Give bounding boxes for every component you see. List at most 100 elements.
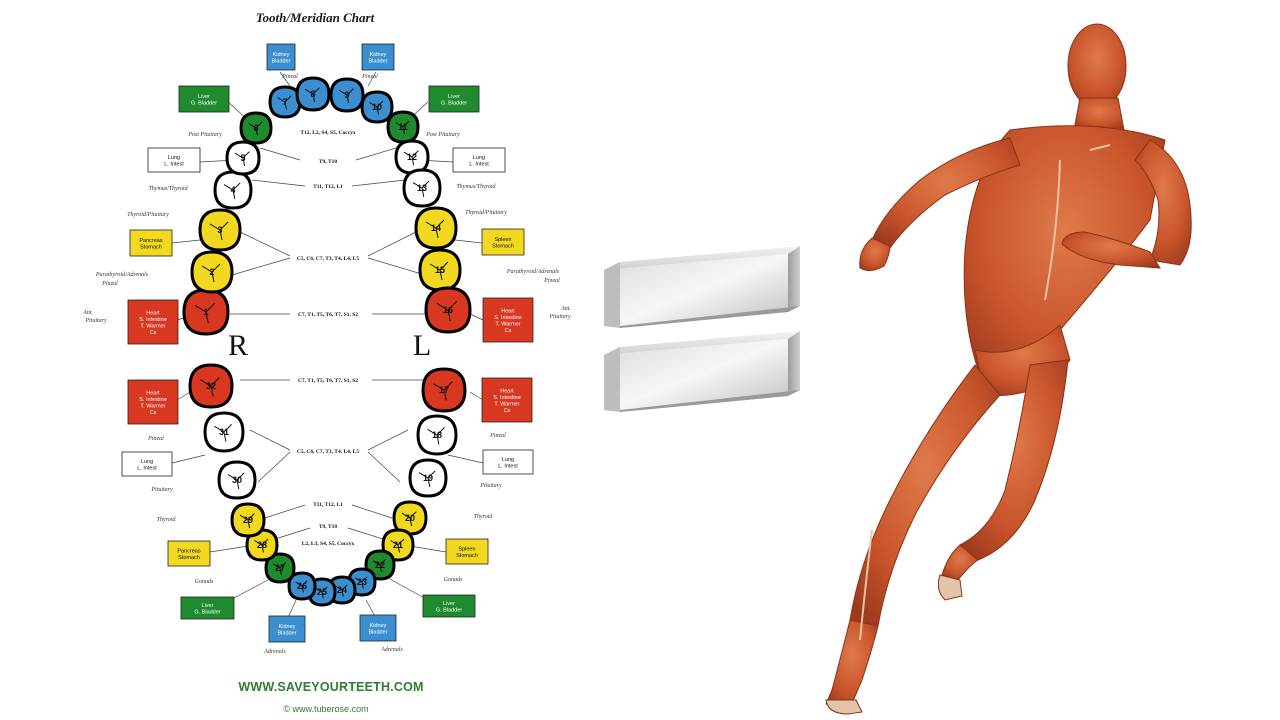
tooth-number: 29 <box>243 515 253 525</box>
organ-box-line: Heart <box>146 390 160 396</box>
organ-box-line: L. Intest <box>164 161 184 167</box>
figure-leg-back <box>849 364 1001 627</box>
spine-label-lower-t11: T11, T12, L1 <box>313 502 343 508</box>
organ-box-line: Heart <box>146 310 160 316</box>
figure-hand-front <box>859 237 891 272</box>
tooth-number: 27 <box>275 563 285 573</box>
organ-box-line: Lung <box>168 155 180 161</box>
lower-tooth-30: 30 <box>217 460 257 500</box>
organ-box-line: Liver <box>443 601 455 607</box>
lower-tooth-32: 32 <box>188 363 234 409</box>
organ-box-line: Liver <box>198 94 210 100</box>
label-pineal: Pineal <box>543 278 560 284</box>
label-ant: Ant. <box>560 306 571 312</box>
tooth-meridian-chart: Tooth/Meridian Chart <box>82 10 571 714</box>
organ-box-line: Liver <box>448 94 460 100</box>
organ-box-line: Heart <box>500 388 514 394</box>
spine-labels: T12, L2, S4, S5, Coccyx T9, T10 T11, T12… <box>297 130 359 547</box>
organ-box-line: Cx <box>150 410 157 416</box>
label-gonads: Gonads <box>195 579 214 585</box>
organ-box-line: Kidney <box>279 624 296 630</box>
organ-box-line: Spleen <box>494 237 511 243</box>
organ-box-line: T. Warmer <box>140 403 165 409</box>
tooth-number: 6 <box>253 123 258 133</box>
equals-bar-top <box>604 246 800 328</box>
leader-lines <box>171 71 484 619</box>
tooth-number: 18 <box>432 430 442 440</box>
organ-box-line: L. Intest <box>498 463 518 469</box>
figure-forearm-back <box>1061 231 1161 269</box>
tooth-number: 7 <box>282 97 287 107</box>
spine-label-lower-c7: C7, T1, T5, T6, T7, S1, S2 <box>298 378 358 384</box>
spine-label-upper-c5: C5, C6, C7, T3, T4, L4, L5 <box>297 256 359 262</box>
organ-box-line: Bladder <box>272 58 291 64</box>
organ-box-line: Cx <box>150 330 157 336</box>
tooth-number: 9 <box>344 90 349 100</box>
upper-tooth-4: 4 <box>213 170 253 210</box>
lower-tooth-17: 17 <box>421 367 467 413</box>
label-pituitary: Pituitary <box>150 487 173 493</box>
right-side-letter: R <box>228 329 248 362</box>
tooth-number: 21 <box>393 540 403 550</box>
tooth-number: 30 <box>232 475 242 485</box>
spine-label-upper-t9: T9, T10 <box>319 159 337 165</box>
equals-bar-bottom <box>604 331 800 412</box>
spine-label-upper-c7: C7, T1, T5, T6, T7, S1, S2 <box>298 312 358 318</box>
upper-tooth-2: 2 <box>190 250 234 294</box>
label-parathyroid-adrenals: Parathyroid/Adrenals <box>506 269 560 275</box>
tooth-number: 20 <box>405 513 415 523</box>
chart-title: Tooth/Meridian Chart <box>256 10 375 25</box>
spine-label-upper-t11: T11, T12, L1 <box>313 184 343 190</box>
tooth-number: 31 <box>219 427 229 437</box>
label-pineal: Pineal <box>147 436 164 442</box>
organ-box-line: Bladder <box>369 629 388 635</box>
label-thymus-thyroid: Thymus/Thyroid <box>456 184 496 190</box>
organ-box-line: Liver <box>202 603 214 609</box>
upper-tooth-12: 12 <box>394 139 430 175</box>
label-pituitary: Pituitary <box>84 318 107 324</box>
organ-box-line: Pancreas <box>139 238 162 244</box>
tooth-number: 23 <box>357 577 367 587</box>
spine-label-lower-t9: T9, T10 <box>319 524 337 530</box>
upper-tooth-9: 9 <box>329 77 365 113</box>
organ-box-line: G. Bladder <box>441 100 467 106</box>
organ-box-line: S. Intestine <box>493 395 521 401</box>
organ-box-line: G. Bladder <box>191 100 217 106</box>
organ-box-line: Kidney <box>370 52 387 58</box>
tooth-number: 8 <box>310 89 315 99</box>
organ-box-line: Bladder <box>278 630 297 636</box>
label-pineal: Pineal <box>281 74 298 80</box>
organ-box-line: Stomach <box>492 243 514 249</box>
organ-box-line: Cx <box>504 408 511 414</box>
figure-shin-back <box>825 619 879 709</box>
figure-head <box>1067 23 1127 109</box>
tooth-number: 4 <box>230 185 235 195</box>
brand-url: WWW.SAVEYOURTEETH.COM <box>238 680 423 694</box>
organ-box-line: Stomach <box>456 553 478 559</box>
tooth-number: 2 <box>209 267 214 277</box>
figure-foot-front <box>937 574 963 601</box>
spine-label-lower-c5: C5, C6, C7, T3, T4, L4, L5 <box>297 449 359 455</box>
lower-tooth-26: 26 <box>287 571 317 601</box>
upper-tooth-15: 15 <box>418 248 462 292</box>
copyright-text: © www.tuberose.com <box>283 704 368 714</box>
upper-tooth-6: 6 <box>239 111 273 145</box>
upper-tooth-8: 8 <box>295 76 331 112</box>
organ-box-line: Stomach <box>140 244 162 250</box>
label-pineal: Pineal <box>101 281 118 287</box>
organ-box-line: Spleen <box>458 546 475 552</box>
tooth-number: 24 <box>337 585 347 595</box>
